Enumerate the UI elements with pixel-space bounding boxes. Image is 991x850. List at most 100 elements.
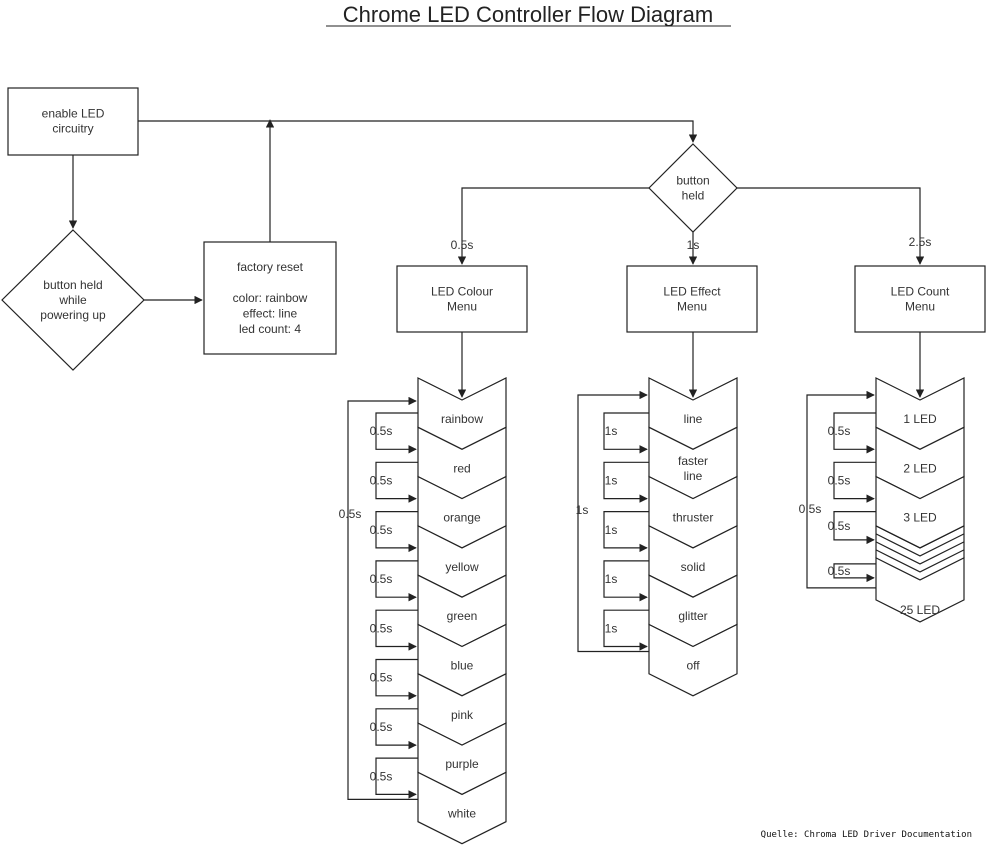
count-step-arrow-label: 0.5s [828,473,851,487]
colour-step-arrow-label: 0.5s [370,769,393,783]
colour-step-arrow-label: 0.5s [370,473,393,487]
factory-reset-text-line: led count: 4 [239,322,301,336]
effect-item-label: glitter [678,609,707,623]
count-loop-arrow [806,390,876,589]
count-omitted-chevron [875,533,965,557]
effect-step-arrow [603,412,649,454]
colour-item-white [417,771,507,845]
colour-step-arrow [375,658,418,700]
count-step-arrow [833,412,876,454]
effect-menu-items: linefasterlinethrustersolidglitteroff1s1… [576,377,738,697]
effect-menu-box [626,265,758,333]
count-loop-label: 0.5s [799,502,822,516]
colour-step-arrow [375,461,418,503]
colour-menu-items: rainbowredorangeyellowgreenbluepinkpurpl… [339,377,507,845]
enable-led-text-line: enable LED [42,107,105,121]
button-held-text-line: button [676,174,709,188]
colour-item-label: white [447,806,476,820]
held-power-text-line: powering up [40,308,106,322]
factory-reset-text-line: effect: line [243,307,298,321]
branch-label-effect: 1s [687,238,700,252]
colour-step-arrow [375,609,418,651]
effect-step-arrow-label: 1s [605,572,618,586]
source-caption: Quelle: Chroma LED Driver Documentation [761,830,972,840]
count-item-label: 2 LED [903,461,937,475]
colour-item-label: pink [451,708,474,722]
factory-reset-text-line: factory reset [237,260,304,274]
branch-label-colour: 0.5s [451,238,474,252]
count-menu-box [854,265,986,333]
effect-item-label: solid [681,560,706,574]
effect-menu-text-line: LED Effect [663,285,721,299]
count-step-arrow [833,461,876,503]
effect-step-arrow-label: 1s [605,473,618,487]
effect-step-arrow-label: 1s [605,621,618,635]
effect-loop-arrow [577,390,649,653]
colour-step-arrow-label: 0.5s [370,621,393,635]
colour-step-arrow-label: 0.5s [370,671,393,685]
colour-item-label: blue [451,659,474,673]
effect-step-arrow [603,560,649,602]
colour-item-label: orange [443,511,481,525]
count-step-arrow-label: 0.5s [828,424,851,438]
effect-step-arrow [603,461,649,503]
effect-item-label: off [686,659,700,673]
colour-step-arrow-label: 0.5s [370,572,393,586]
count-menu-text-line: Menu [905,300,935,314]
held-power-text-line: button held [43,278,102,292]
button-held-powering-diamond [1,229,145,371]
effect-step-arrow-label: 1s [605,523,618,537]
colour-step-arrow [375,412,418,454]
enable-led-text-line: circuitry [52,122,93,136]
effect-item-text: line [684,412,703,426]
count-step-arrow-label: 0.5s [828,519,851,533]
effect-item-text: solid [681,560,706,574]
colour-step-arrow [375,708,418,750]
colour-item-label: yellow [445,560,479,574]
colour-menu-box [396,265,528,333]
colour-menu-text-line: LED Colour [431,285,493,299]
effect-item-label: line [684,412,703,426]
colour-step-arrow [375,757,418,799]
count-item-label: 3 LED [903,511,937,525]
count-omitted-chevron [875,525,965,549]
count-step-arrow [833,563,876,583]
diagram-title: Chrome LED Controller Flow Diagram [343,2,713,27]
held-power-text-line: while [58,293,87,307]
colour-item-label: green [447,609,478,623]
effect-item-text: line [684,469,703,483]
count-item-label: 1 LED [903,412,937,426]
count-item-label: 25 LED [900,603,940,617]
colour-step-arrow-label: 0.5s [370,720,393,734]
button-held-text-line: held [682,189,705,203]
effect-item-label: thruster [673,511,714,525]
count-step-arrow-label: 0.5s [828,564,851,578]
count-omitted-chevron [875,541,965,565]
effect-item-off [648,623,738,697]
colour-item-label: rainbow [441,412,483,426]
colour-loop-arrow [347,396,418,800]
effect-item-text: glitter [678,609,707,623]
colour-step-arrow-label: 0.5s [370,424,393,438]
count-step-arrow [833,511,876,545]
effect-item-text: faster [678,454,708,468]
factory-reset-text-line: color: rainbow [233,291,308,305]
count-menu-items: 1 LED 2 LED 3 LED 25 LED 0.5s 0.5s 0.5s 0.5s 0.5… [799,377,965,623]
effect-loop-label: 1s [576,503,589,517]
effect-menu-text-line: Menu [677,300,707,314]
branch-label-count: 2.5s [909,235,932,249]
effect-item-text: thruster [673,511,714,525]
colour-item-label: red [453,461,470,475]
factory-reset-box [203,241,337,355]
main-connectors [68,119,925,398]
effect-step-arrow-label: 1s [605,424,618,438]
colour-step-arrow-label: 0.5s [370,523,393,537]
